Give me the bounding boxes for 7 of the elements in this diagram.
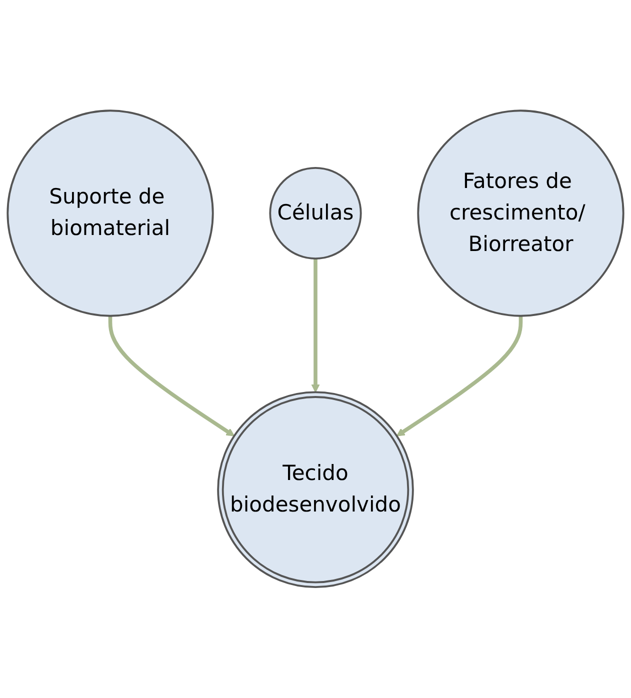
arrow: [311, 258, 320, 393]
arrow: [108, 316, 235, 436]
node-circle: Suporte de biomaterial: [6, 110, 214, 317]
node-circle: Células: [269, 167, 362, 260]
node-circle: Tecido biodesenvolvido: [217, 391, 414, 588]
arrow: [396, 316, 523, 436]
node-circle: Fatores de crescimento/ Biorreator: [417, 110, 624, 317]
